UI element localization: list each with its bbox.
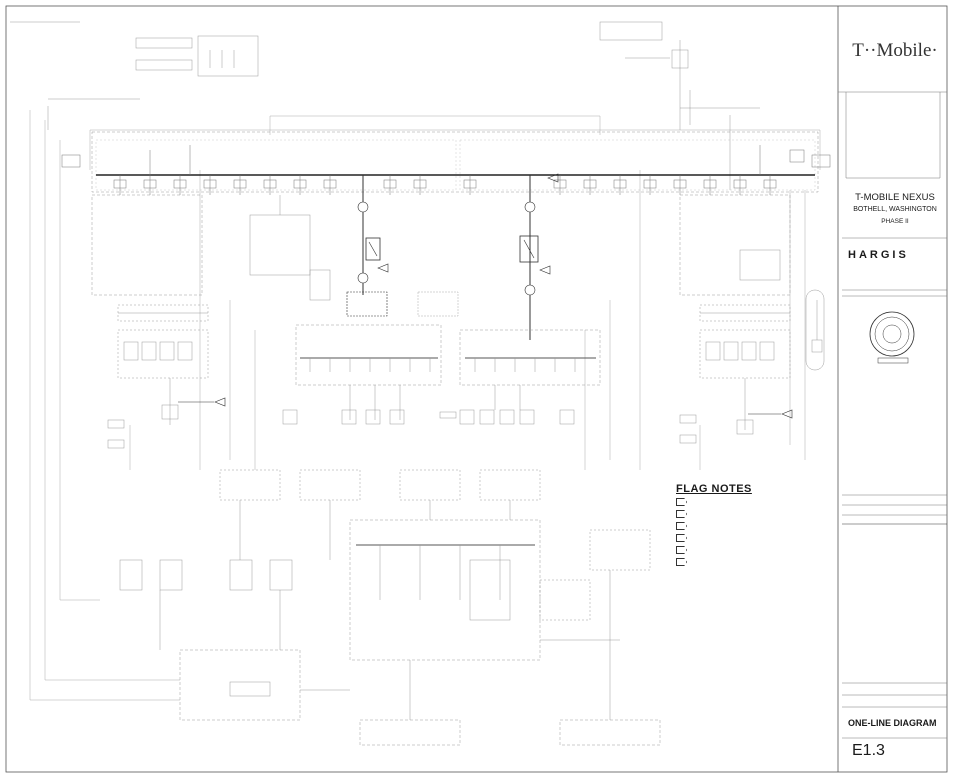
ats-right bbox=[519, 235, 539, 263]
flag-note bbox=[676, 534, 824, 542]
revision-header bbox=[848, 527, 946, 535]
flag-icon bbox=[676, 522, 687, 530]
job-scale-row bbox=[846, 698, 946, 710]
project-phase: PHASE II bbox=[881, 218, 909, 225]
left-bus-flag bbox=[214, 397, 226, 407]
lower-section bbox=[119, 469, 661, 746]
flag-note bbox=[676, 558, 824, 566]
flag-note bbox=[676, 498, 824, 506]
main-bus-breakers bbox=[61, 145, 831, 195]
revision-row bbox=[848, 517, 946, 527]
title-block-lines bbox=[838, 91, 947, 739]
center-distribution bbox=[282, 324, 601, 425]
feeder-left-tag-lower bbox=[357, 272, 369, 284]
flag-icon bbox=[676, 546, 687, 554]
revision-table bbox=[848, 497, 946, 535]
gen-bus-box bbox=[346, 291, 388, 317]
revision-row bbox=[848, 507, 946, 517]
project-info: T-MOBILE NEXUS BOTHELL, WASHINGTON PHASE… bbox=[842, 192, 948, 228]
project-name: T-MOBILE NEXUS bbox=[855, 192, 935, 203]
feeder-right-tag-lower bbox=[524, 284, 536, 296]
project-location: BOTHELL, WASHINGTON bbox=[853, 206, 937, 213]
gen-bus-box-right bbox=[417, 291, 459, 317]
feeder-right-tag bbox=[524, 201, 536, 213]
flag-icon bbox=[676, 498, 687, 506]
ats-left-flag bbox=[377, 263, 389, 273]
main-switchgear-enclosure bbox=[91, 131, 819, 193]
right-bus-flag bbox=[781, 409, 793, 419]
feeder-left-tag bbox=[357, 201, 369, 213]
switchgear-section-left bbox=[95, 139, 457, 191]
flag-note bbox=[676, 546, 824, 554]
left-distribution bbox=[91, 194, 331, 449]
ats-left-contact bbox=[368, 241, 378, 257]
flag-notes-title: FLAG NOTES bbox=[676, 483, 752, 495]
right-distribution bbox=[679, 194, 825, 444]
flag-icon bbox=[676, 534, 687, 542]
top-left-notes bbox=[10, 21, 259, 130]
sheet-border bbox=[5, 5, 948, 773]
sheet-title: ONE-LINE DIAGRAM bbox=[848, 718, 937, 728]
ats-right-contact bbox=[523, 239, 535, 259]
switchgear-section-right bbox=[459, 139, 816, 191]
flag-note bbox=[676, 510, 824, 518]
feeder-routes bbox=[29, 110, 821, 701]
flag-notes-list bbox=[676, 498, 824, 570]
sheet-number: E1.3 bbox=[852, 742, 885, 759]
revision-row bbox=[848, 497, 946, 507]
flag-icon bbox=[676, 558, 687, 566]
drawing-info bbox=[846, 686, 946, 710]
ats-right-flag bbox=[539, 265, 551, 275]
firm-name: HARGIS bbox=[848, 249, 909, 261]
client-logo: T··Mobile· bbox=[852, 40, 938, 61]
drawn-checked-row bbox=[846, 686, 946, 698]
top-right-notes bbox=[599, 21, 760, 190]
ats-left bbox=[365, 237, 381, 261]
engineer-seal bbox=[869, 311, 915, 357]
flag-icon bbox=[676, 510, 687, 518]
sheet-title-line1: ONE-LINE DIAGRAM bbox=[848, 718, 937, 728]
main-breaker-arrow bbox=[547, 173, 559, 183]
flag-note bbox=[676, 522, 824, 530]
